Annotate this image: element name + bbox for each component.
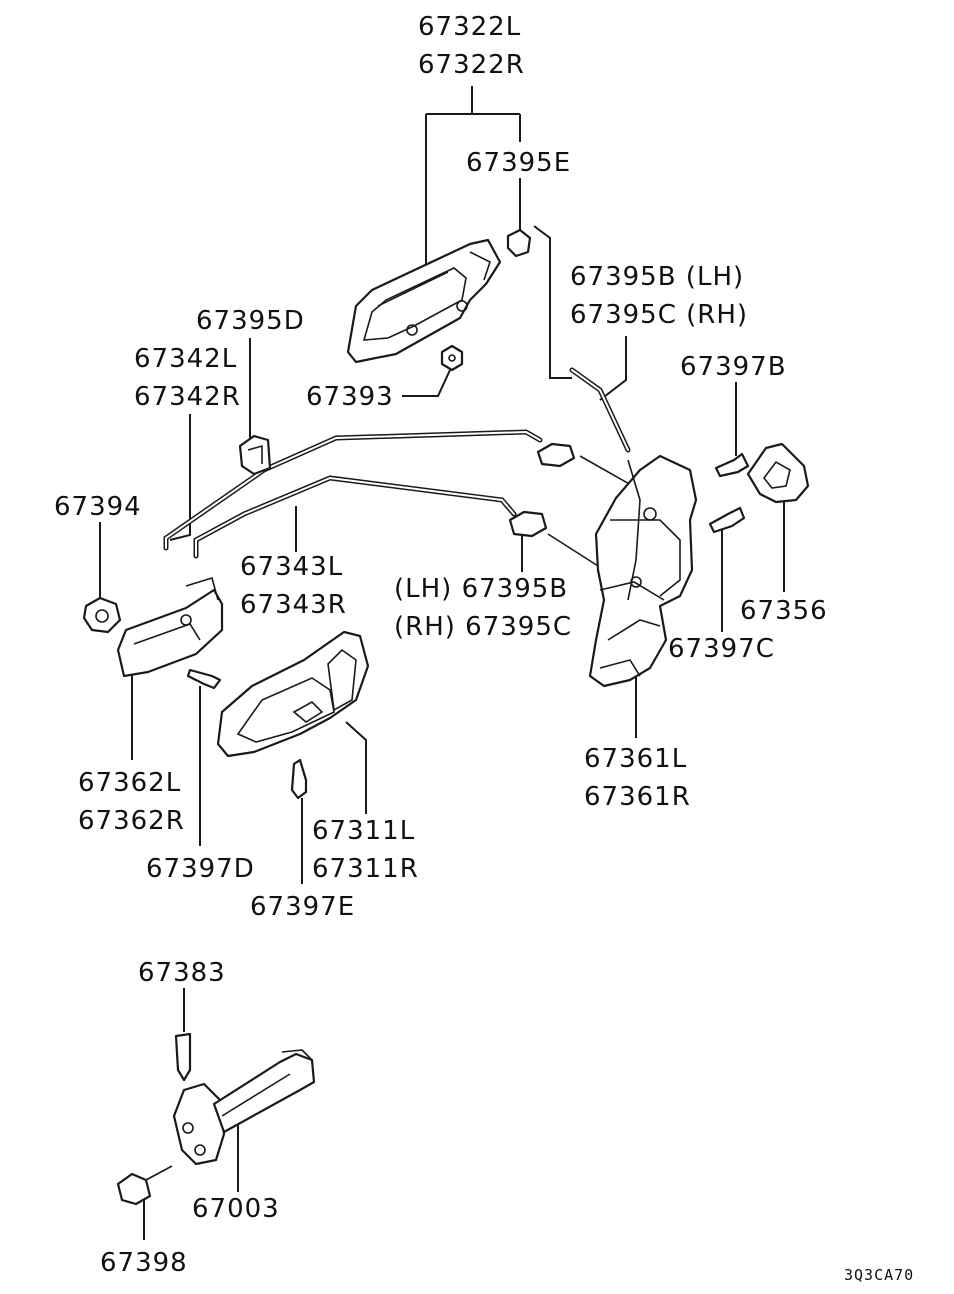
label-67343r: 67343R	[240, 590, 347, 620]
label-67361l: 67361L	[584, 744, 688, 774]
label-67362r: 67362R	[78, 806, 185, 836]
screw-67397c	[708, 506, 746, 534]
label-67395d: 67395D	[196, 306, 305, 336]
screw-67397e	[290, 758, 308, 800]
outside-handle	[346, 238, 502, 364]
label-67393: 67393	[306, 382, 394, 412]
clip-67395e	[506, 228, 532, 258]
screw-67397d	[186, 668, 222, 690]
door-check-67003	[172, 1049, 316, 1166]
inside-handle	[116, 576, 224, 678]
label-67003: 67003	[192, 1194, 280, 1224]
bracket-67395d	[238, 434, 272, 476]
label-67356: 67356	[740, 596, 828, 626]
label-67394: 67394	[54, 492, 142, 522]
label-67395b-lh-mid: (LH) 67395B	[394, 574, 569, 604]
door-latch	[588, 454, 698, 688]
label-67397b: 67397B	[680, 352, 787, 382]
label-67311r: 67311R	[312, 854, 419, 884]
label-67311l: 67311L	[312, 816, 416, 846]
label-67383: 67383	[138, 958, 226, 988]
escutcheon-67311	[216, 630, 370, 758]
nut-67393	[440, 344, 464, 372]
rods	[163, 367, 641, 581]
pin-67383	[174, 1032, 192, 1082]
bushing-67394	[82, 596, 122, 634]
label-67397e: 67397E	[250, 892, 356, 922]
label-67395c-rh-mid: (RH) 67395C	[394, 612, 573, 642]
label-67398: 67398	[100, 1248, 188, 1278]
label-67397c: 67397C	[668, 634, 775, 664]
label-67322l: 67322L	[418, 12, 522, 42]
screw-67397b	[714, 452, 750, 478]
label-67343l: 67343L	[240, 552, 344, 582]
label-67342r: 67342R	[134, 382, 241, 412]
label-67362l: 67362L	[78, 768, 182, 798]
striker-67356	[746, 442, 810, 504]
label-67361r: 67361R	[584, 782, 691, 812]
label-67342l: 67342L	[134, 344, 238, 374]
bolt-67398	[116, 1165, 173, 1206]
label-67322r: 67322R	[418, 50, 525, 80]
label-67397d: 67397D	[146, 854, 255, 884]
diagram-code: 3Q3CA70	[844, 1266, 915, 1284]
rod-clips	[508, 442, 576, 538]
leader-lines	[99, 86, 785, 1240]
label-67395c-rh-top: 67395C (RH)	[570, 300, 749, 330]
label-67395b-lh-top: 67395B (LH)	[570, 262, 745, 292]
label-67395e: 67395E	[466, 148, 572, 178]
